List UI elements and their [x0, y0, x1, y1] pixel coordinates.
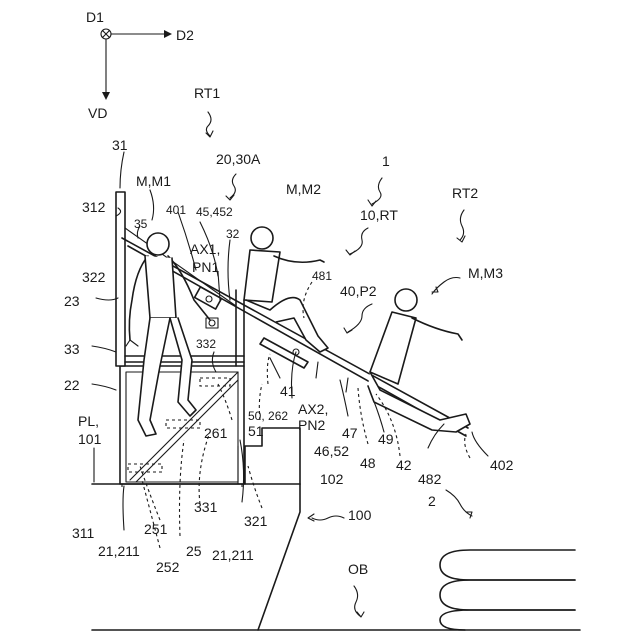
post-31 — [116, 192, 125, 366]
label-31: 31 — [112, 137, 128, 153]
label-ax2: AX2, — [298, 401, 328, 417]
platform-edge — [258, 484, 300, 630]
label-321: 321 — [244, 513, 268, 529]
label-47: 47 — [342, 425, 358, 441]
label-311: 311 — [72, 525, 95, 541]
label-ax1: AX1, — [190, 241, 220, 257]
label-402: 402 — [490, 457, 514, 473]
m1-head — [147, 233, 169, 255]
mat-2 — [440, 580, 575, 610]
label-312: 312 — [82, 199, 106, 215]
person-m2 — [244, 227, 328, 352]
label-331: 331 — [194, 499, 218, 515]
label-pl: PL, — [78, 413, 99, 429]
label-251: 251 — [144, 521, 168, 537]
label-41: 41 — [280, 383, 296, 399]
label-d2: D2 — [176, 27, 194, 43]
label-35: 35 — [134, 217, 148, 231]
label-42: 42 — [396, 457, 412, 473]
label-252: 252 — [156, 559, 180, 575]
label-10-rt: 10,RT — [360, 207, 398, 223]
mat-3 — [440, 610, 575, 630]
slide-rail — [122, 238, 468, 436]
label-pn1: PN1 — [192, 259, 219, 275]
label-401: 401 — [166, 203, 186, 217]
label-d1: D1 — [86, 9, 104, 25]
label-101: 101 — [78, 431, 102, 447]
label-51: 51 — [248, 423, 264, 439]
label-pn2: PN2 — [298, 417, 325, 433]
label-rt1: RT1 — [194, 85, 220, 101]
label-102: 102 — [320, 471, 344, 487]
label-21-211-a: 21,211 — [98, 543, 140, 559]
label-m-m1: M,M1 — [136, 173, 171, 189]
label-ob: OB — [348, 561, 368, 577]
label-vd: VD — [88, 105, 107, 121]
label-40-p2: 40,P2 — [340, 283, 377, 299]
label-22: 22 — [64, 377, 80, 393]
label-481: 481 — [312, 269, 332, 283]
label-2: 2 — [428, 493, 436, 509]
label-33: 33 — [64, 341, 80, 357]
label-20-30a: 20,30A — [216, 151, 261, 167]
label-m-m3: M,M3 — [468, 265, 503, 281]
label-1: 1 — [382, 153, 390, 169]
label-322: 322 — [82, 269, 106, 285]
mat-1 — [440, 550, 575, 580]
label-32: 32 — [226, 227, 240, 241]
person-m3 — [368, 289, 470, 432]
obstacle-mats — [440, 550, 575, 630]
label-21-211-b: 21,211 — [212, 547, 254, 563]
direction-indicator — [101, 29, 172, 100]
label-100: 100 — [348, 507, 372, 523]
label-25: 25 — [186, 543, 202, 559]
label-50-262: 50, 262 — [248, 409, 288, 423]
label-46-52: 46,52 — [314, 443, 349, 459]
label-482: 482 — [418, 471, 442, 487]
label-48: 48 — [360, 455, 376, 471]
label-m-m2: M,M2 — [286, 181, 321, 197]
label-23: 23 — [64, 293, 80, 309]
label-261: 261 — [204, 425, 228, 441]
labels: D1 D2 VD RT1 31 20,30A 1 M,M1 M,M2 RT2 3… — [64, 9, 514, 577]
m3-head — [395, 289, 417, 311]
label-332: 332 — [196, 337, 216, 351]
label-49: 49 — [378, 431, 394, 447]
label-rt2: RT2 — [452, 185, 478, 201]
label-45-452: 45,452 — [196, 205, 233, 219]
m2-head — [251, 227, 273, 249]
